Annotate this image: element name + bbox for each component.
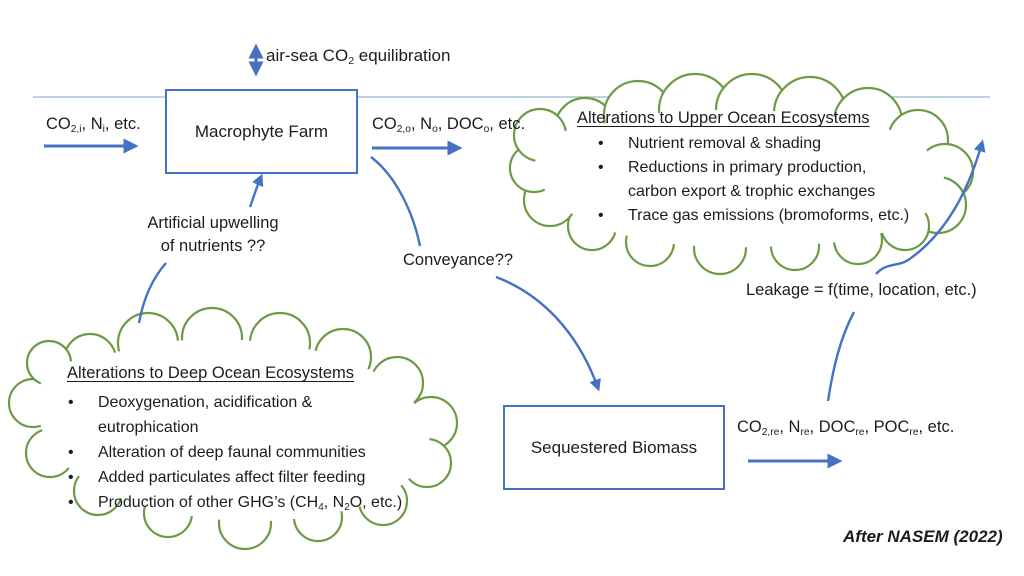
macrophyte-farm-label: Macrophyte Farm — [194, 121, 329, 141]
deep-ocean-cloud — [7, 306, 459, 551]
bullet-item: • Trace gas emissions (bromoforms, etc.) — [590, 204, 909, 228]
bullet-item: • Nutrient removal & shading — [590, 132, 909, 156]
upper-cloud-title: Alterations to Upper Ocean Ecosystems — [577, 109, 870, 127]
conveyance-label: Conveyance?? — [403, 251, 514, 269]
bullet-text: Trace gas emissions (bromoforms, etc.) — [628, 207, 910, 224]
bullet-text: Reductions in primary production,carbon … — [628, 159, 876, 200]
bullet-text: Nutrient removal & shading — [628, 135, 821, 152]
upwelling-label-line2: of nutrients ?? — [160, 237, 266, 255]
upper-cloud-bullets: • Nutrient removal & shading • Reductions i… — [590, 132, 909, 228]
bullet-dot: • — [598, 135, 604, 152]
deep-cloud-title: Alterations to Deep Ocean Ecosystems — [67, 364, 355, 382]
farm-inflow-label: CO2,i, Ni, etc. — [46, 115, 141, 136]
re-emission-label: CO2,re, Nre, DOCre, POCre, etc. — [737, 418, 955, 439]
bullet-dot: • — [68, 444, 74, 461]
bullet-text: Alteration of deep faunal communities — [98, 444, 366, 461]
upwelling-label: Artificial upwelling of nutrients ?? — [128, 212, 298, 258]
bullet-dot: • — [68, 394, 74, 411]
deep-cloud-bullets: • Deoxygenation, acidification &eutrophic… — [60, 390, 402, 520]
leakage-curve-lower — [826, 311, 856, 402]
bullet-dot: • — [598, 207, 604, 224]
sequestered-biomass-label: Sequestered Biomass — [530, 437, 698, 457]
bullet-item: • Alteration of deep faunal communities — [60, 440, 402, 465]
macrophyte-farm-box: Macrophyte Farm — [165, 89, 358, 174]
bullet-dot: • — [68, 494, 74, 511]
bullet-item: • Production of other GHG’s (CH4, N2O, et… — [60, 490, 402, 520]
bullet-text: Production of other GHG’s (CH4, N2O, etc… — [98, 494, 403, 513]
credit-label: After NASEM (2022) — [843, 527, 1003, 546]
bullet-item: • Reductions in primary production,carbon… — [590, 156, 909, 204]
bullet-dot: • — [598, 159, 604, 176]
bullet-item: • Added particulates affect filter feedin… — [60, 465, 402, 490]
bullet-dot: • — [68, 469, 74, 486]
farm-outflow-label: CO2,o, No, DOCo, etc. — [372, 115, 526, 136]
bullet-item: • Deoxygenation, acidification &eutrophic… — [60, 390, 402, 440]
air-sea-label: air-sea CO2 equilibration — [266, 46, 451, 68]
upwelling-label-line1: Artificial upwelling — [147, 214, 279, 232]
conveyance-curve-upper — [370, 156, 422, 247]
leakage-label: Leakage = f(time, location, etc.) — [746, 281, 977, 299]
bullet-text: Deoxygenation, acidification &eutrophica… — [98, 394, 313, 436]
sequestered-biomass-box: Sequestered Biomass — [503, 405, 725, 490]
conveyance-arrow — [495, 275, 601, 392]
upwelling-arrow — [248, 173, 264, 208]
bullet-text: Added particulates affect filter feeding — [98, 469, 366, 486]
